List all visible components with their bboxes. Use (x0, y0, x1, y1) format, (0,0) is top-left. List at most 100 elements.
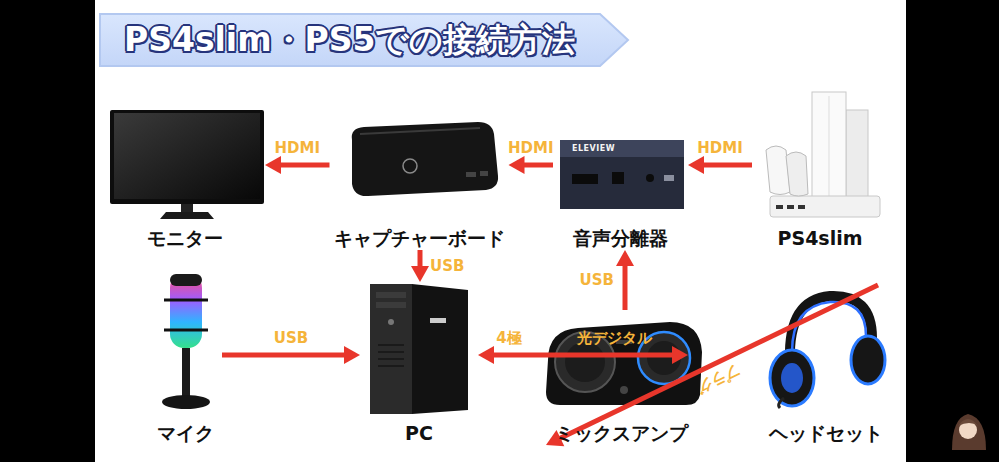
arrow-head (478, 346, 494, 364)
audio-splitter-illustration-part (664, 175, 674, 181)
cable-label: USB (430, 257, 464, 275)
microphone-illustration-part (170, 274, 202, 348)
device-node: モニター (105, 105, 265, 250)
audio-splitter-illustration-part (612, 172, 624, 184)
connector-line (492, 353, 540, 358)
headset-illustration-part (779, 398, 784, 408)
headset-illustration (770, 296, 885, 408)
arrow-head (265, 156, 281, 174)
device-label: ヘッドセット (769, 421, 883, 445)
monitor-illustration (110, 110, 264, 219)
ps4-console-illustration-part (770, 196, 880, 217)
cable-label: USB (580, 271, 614, 289)
pc-tower-illustration-part (376, 292, 406, 298)
device-node: PC (360, 282, 478, 445)
device-label: PS4slim (778, 226, 863, 250)
ps4-console-illustration-part (846, 110, 868, 200)
connector-line (559, 285, 878, 439)
cable-label: 4極 (496, 329, 521, 347)
mixamp-illustration-part (565, 342, 605, 382)
cable-label: USB (274, 329, 308, 347)
microphone-illustration-part (170, 274, 202, 286)
connector-line (540, 353, 674, 358)
microphone-illustration (162, 274, 210, 409)
ps4-console-illustration-part (829, 96, 830, 196)
connector-arrow (222, 346, 360, 364)
channel-avatar (952, 414, 986, 450)
capture-board-illustration-part (466, 172, 476, 177)
ps4-console-illustration-part (776, 205, 783, 209)
microphone-illustration-part (182, 348, 190, 396)
connector-arrow (688, 156, 752, 174)
title-text: PS4slim・PS5での接続方法 (124, 20, 575, 60)
connector-line (623, 264, 628, 310)
device-label: ミックスアンプ (555, 421, 688, 445)
device-node: キャプチャーボード (330, 120, 509, 250)
cable-label: 光デジタル (577, 329, 652, 347)
connector-line (418, 250, 423, 268)
capture-board-illustration (352, 122, 498, 196)
audio-splitter-illustration (560, 140, 684, 209)
pc-tower-illustration-part (412, 284, 468, 414)
ps4-console-illustration-part (812, 92, 846, 200)
connector-arrow (546, 285, 878, 446)
channel-avatar-part (952, 414, 986, 450)
arrow-head (344, 346, 360, 364)
device-label: モニター (147, 226, 223, 250)
white-panel (95, 0, 906, 462)
device-label: 音声分離器 (573, 226, 668, 250)
connector-line (702, 163, 752, 168)
monitor-illustration-part (160, 212, 214, 219)
connector-line (279, 163, 330, 168)
ps4-console-illustration (766, 92, 880, 217)
device-label: キャプチャーボード (334, 226, 505, 250)
connector-line (222, 353, 346, 358)
audio-splitter-illustration-part (560, 157, 684, 209)
arrow-head (509, 156, 525, 174)
pc-tower-illustration-part (388, 319, 394, 325)
device-label: PC (405, 421, 433, 445)
connector-arrow (265, 156, 330, 174)
cable-label: HDMI (508, 139, 554, 157)
connector-arrow (540, 346, 688, 364)
cable-label: プラグ (695, 362, 743, 398)
ps4-console-illustration-part (787, 205, 794, 209)
arrow-head (688, 156, 704, 174)
connector-arrow (478, 346, 540, 364)
audio-splitter-illustration-part (560, 140, 684, 157)
audio-splitter-illustration-part (572, 174, 598, 184)
mixamp-illustration-part (546, 322, 702, 405)
ps4-console-illustration-part (798, 205, 805, 209)
microphone-illustration-part (162, 395, 210, 409)
capture-board-illustration-part (403, 159, 417, 173)
capture-board-illustration-part (480, 171, 488, 176)
arrow-head (616, 250, 634, 266)
arrow-head (411, 266, 429, 282)
headset-illustration-part (781, 363, 803, 393)
monitor-illustration-part (110, 110, 264, 204)
capture-board-illustration-part (360, 128, 480, 134)
connector-arrow (509, 156, 554, 174)
monitor-illustration-part (181, 204, 193, 213)
title-banner-part (100, 14, 628, 66)
connector-arrow (616, 250, 634, 310)
device-node: マイク (148, 265, 222, 445)
arrow-head (672, 346, 688, 364)
ps4-console-illustration-part (766, 146, 790, 195)
device-label: マイク (157, 421, 214, 445)
pc-tower-illustration (370, 284, 468, 414)
mixamp-illustration-part (620, 386, 628, 394)
connector-line (523, 163, 554, 168)
cable-label: HDMI (274, 139, 320, 157)
cable-label: HDMI (697, 139, 743, 157)
channel-avatar-part (958, 419, 978, 426)
monitor-illustration-part (114, 113, 260, 199)
pc-tower-illustration-part (430, 318, 446, 323)
pc-tower-illustration-part (370, 284, 412, 414)
title-banner (100, 14, 628, 66)
audio-splitter-illustration-part (646, 174, 654, 182)
device-node: ヘッドセット (762, 285, 890, 445)
pc-tower-illustration-part (378, 345, 404, 366)
headset-illustration-part (851, 336, 885, 384)
